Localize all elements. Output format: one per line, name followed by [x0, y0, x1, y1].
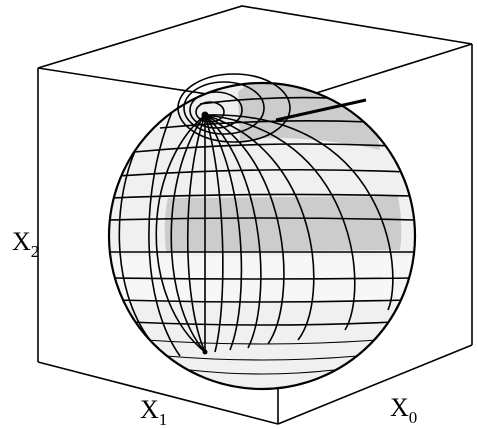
meridian-1 — [155, 114, 206, 353]
grid-h-12 — [165, 355, 359, 361]
grid-h-11 — [145, 339, 379, 345]
meridian-7 — [204, 114, 262, 349]
grid-h-9 — [117, 299, 407, 303]
meridian-9 — [204, 114, 315, 341]
dark-patch-middle — [164, 196, 402, 252]
meridian-10 — [204, 114, 356, 331]
grid-h-5 — [109, 193, 413, 199]
pole-point — [201, 111, 209, 119]
meridian-2 — [170, 114, 206, 353]
connector-line — [275, 98, 367, 122]
axis-label-x2: X2 — [12, 227, 39, 261]
pole-loop-1 — [195, 101, 225, 123]
axis-label-x0: X0 — [390, 393, 417, 427]
grid-h-8 — [111, 277, 413, 280]
south-point — [202, 349, 208, 355]
grid-h-6 — [109, 217, 415, 221]
light-band-lower — [112, 256, 412, 300]
pole-loop-3 — [183, 81, 265, 135]
meridian-3 — [186, 114, 206, 353]
sphere — [107, 73, 417, 391]
meridian-13 — [148, 111, 181, 357]
grid-h-13 — [189, 369, 335, 375]
axis-label-x1: X1 — [140, 395, 167, 429]
cube-top-face-edge — [37, 5, 473, 69]
sphere-outline — [107, 81, 417, 391]
cube-bottom-left-edge — [37, 361, 279, 425]
meridian-12 — [118, 139, 151, 341]
meridian-8 — [204, 114, 285, 345]
cube-bottom-right-edge — [277, 344, 473, 425]
meridian-11 — [204, 114, 394, 311]
meridian-5 — [204, 114, 224, 353]
grid-h-3 — [133, 143, 393, 153]
sphere-meridian-grid — [118, 111, 394, 357]
pole-loop-2 — [189, 91, 243, 129]
